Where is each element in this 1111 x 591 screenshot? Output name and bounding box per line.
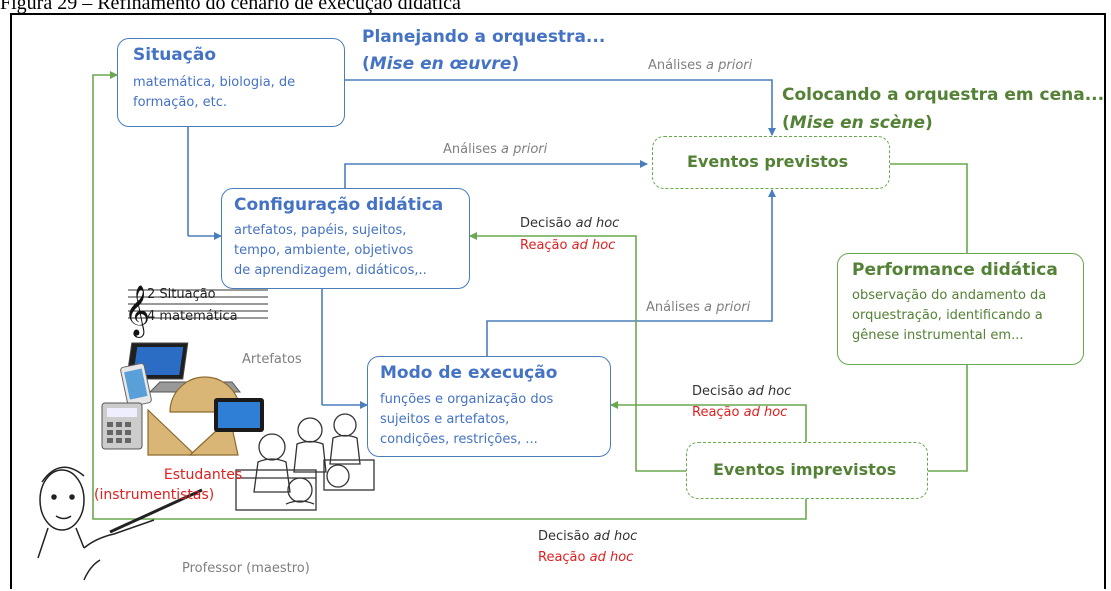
configuracao-title: Configuração didática: [234, 195, 444, 215]
arrow-imprevistos-config: [469, 232, 686, 472]
professor-illustration: [37, 466, 203, 581]
arrow-modo-eventos: [486, 189, 776, 356]
situacao-title: Situação: [133, 45, 216, 65]
situacao-box: Situação matemática, biologia, de formaç…: [117, 38, 345, 127]
reacao-label-1: Reação ad hoc: [520, 238, 616, 253]
figure-caption: Figura 29 – Refinamento do cenário de ex…: [0, 0, 461, 14]
eventos-imprevistos-title: Eventos imprevistos: [713, 460, 897, 479]
eventos-previstos-title: Eventos previstos: [687, 152, 849, 171]
analises-label-low: Análises a priori: [646, 300, 751, 315]
instrumentistas-label: (instrumentistas): [94, 487, 215, 503]
tablet-icon: [214, 398, 264, 432]
eventos-previstos-box: Eventos previstos: [652, 136, 890, 189]
arrow-imprevistos-modo: [610, 401, 807, 442]
decisao-label-3: Decisão ad hoc: [538, 529, 638, 544]
artefatos-label: Artefatos: [242, 352, 302, 367]
staff-text-bottom: 4 matemática: [147, 309, 238, 324]
modo-text: funções e organização dos sujeitos e art…: [380, 392, 554, 447]
analises-label-top: Análises a priori: [648, 58, 753, 73]
arrow-situacao-eventos: [345, 79, 776, 136]
staff-text-top: 2 Situação: [147, 287, 216, 302]
performance-text: observação do andamento da orquestração,…: [852, 288, 1047, 343]
figure-frame: [10, 13, 1106, 589]
smartphone-icon: [120, 363, 152, 407]
eventos-imprevistos-box: Eventos imprevistos: [686, 442, 928, 499]
analises-label-mid: Análises a priori: [443, 142, 548, 157]
calculator-icon: [101, 402, 143, 450]
performance-box: Performance didática observação do andam…: [837, 253, 1084, 365]
configuracao-box: Configuração didática artefatos, papéis,…: [221, 188, 470, 289]
arrow-imprevistos-situacao: [92, 71, 807, 520]
colocando-heading: Colocando a orquestra em cena... (Mise e…: [782, 85, 1105, 133]
performance-title: Performance didática: [852, 260, 1058, 280]
reacao-label-3: Reação ad hoc: [538, 550, 634, 565]
professor-label: Professor (maestro): [182, 561, 310, 576]
modo-box: Modo de execução funções e organização d…: [367, 356, 611, 457]
configuracao-text: artefatos, papéis, sujeitos, tempo, ambi…: [234, 223, 427, 278]
students-illustration: [235, 413, 375, 511]
decisao-label-2: Decisão ad hoc: [692, 384, 792, 399]
modo-title: Modo de execução: [380, 363, 558, 383]
line-performance-imprevistos: [928, 365, 968, 472]
treble-clef-icon: 𝄞: [124, 285, 150, 338]
arrow-config-eventos: [344, 160, 648, 188]
planejando-heading: Planejando a orquestra... (Mise en œuvre…: [362, 27, 606, 74]
decisao-label-1: Decisão ad hoc: [520, 216, 620, 231]
reacao-label-2: Reação ad hoc: [692, 405, 788, 420]
mise-en-oeuvre: Mise en œuvre: [369, 54, 512, 74]
situacao-text: matemática, biologia, de formação, etc.: [133, 75, 296, 110]
line-previstos-performance: [890, 163, 968, 253]
music-staff-icon: [128, 289, 268, 319]
mise-en-scene: Mise en scène: [789, 113, 926, 133]
estudantes-label: Estudantes: [163, 467, 243, 483]
